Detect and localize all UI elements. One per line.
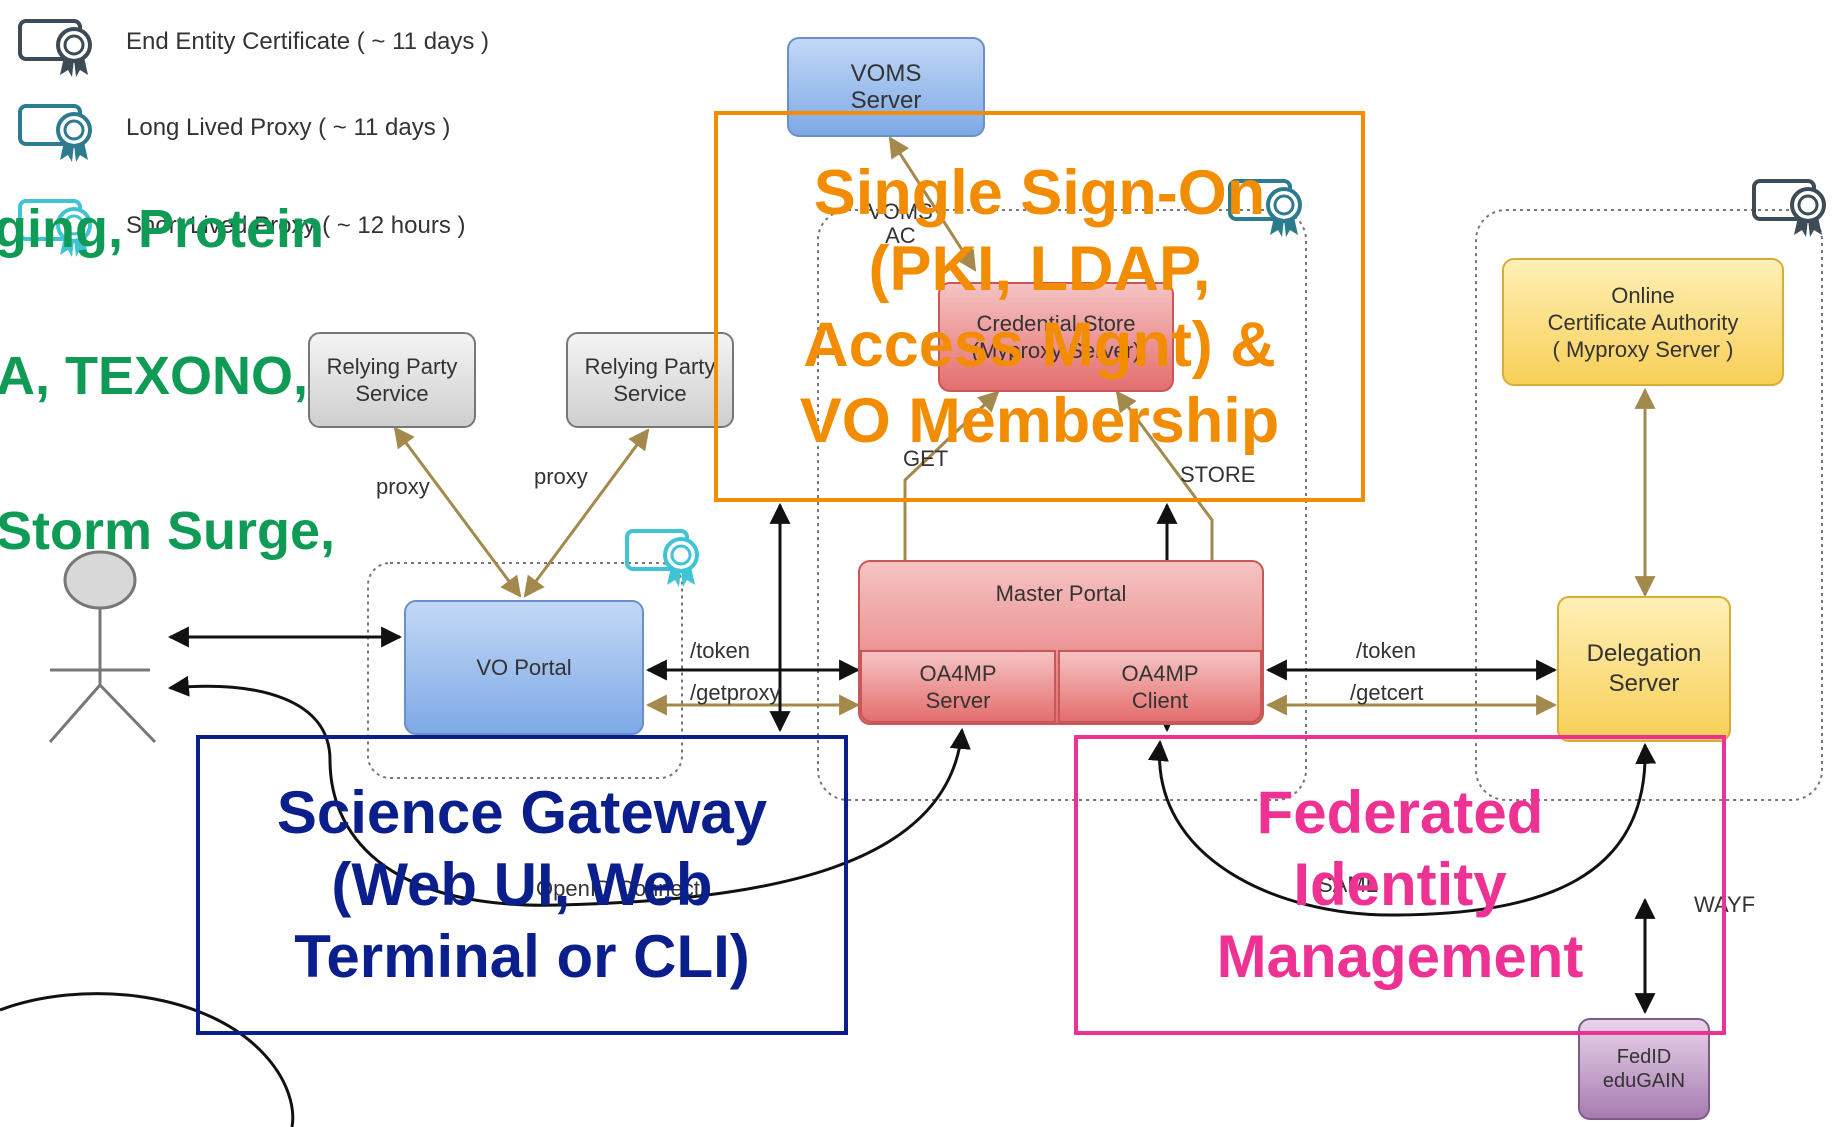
credential-store-node: Credential Store (Myproxy Server) (938, 282, 1174, 392)
edge-label-get: GET (903, 446, 949, 471)
edge-label-getcert: /getcert (1350, 680, 1424, 705)
oa4mp-client-node: OA4MP Client (1058, 650, 1262, 723)
online-ca-container (1475, 209, 1823, 801)
online-ca-node: Online Certificate Authority ( Myproxy S… (1502, 258, 1784, 386)
background-text-line3: Storm Surge, (0, 501, 336, 561)
legend-long-lived-label: Long Lived Proxy ( ~ 11 days ) (126, 114, 451, 141)
voms-ac-label: VOMS AC (868, 199, 933, 248)
relying-party-service-2: Relying Party Service (566, 332, 734, 428)
relying-party-service-1: Relying Party Service (308, 332, 476, 428)
edge-label-token-right: /token (1356, 638, 1416, 663)
oa4mp-server-node: OA4MP Server (860, 650, 1056, 723)
background-text-line1: ging, Protein (0, 199, 324, 259)
user-icon (48, 550, 157, 744)
legend-short-lived-label: Short Lived Proxy ( ~ 12 hours ) (126, 212, 466, 239)
legend-long-lived-proxy-icon (18, 104, 92, 164)
master-portal-container (817, 209, 1307, 801)
fedid-edugain-node: FedID eduGAIN (1578, 1018, 1710, 1120)
edge-label-getproxy: /getproxy (690, 680, 781, 705)
legend-end-entity-cert-icon (18, 19, 92, 79)
background-circle-fragment (0, 992, 295, 1127)
background-text-line2: A, TEXONO, (0, 346, 309, 406)
vo-portal-node: VO Portal (404, 600, 644, 735)
sso-callout-box: Single Sign-On (PKI, LDAP, Access Mgnt) … (714, 111, 1365, 502)
edge-label-proxy-right: proxy (534, 464, 588, 489)
legend-end-entity-label: End Entity Certificate ( ~ 11 days ) (126, 28, 490, 55)
science-gateway-callout-box: Science Gateway (Web UI, Web Terminal or… (196, 735, 848, 1035)
edge-label-proxy-left: proxy (376, 474, 430, 499)
vo-portal-cert-icon (625, 529, 699, 589)
edge-label-token-left: /token (690, 638, 750, 663)
edge-label-store: STORE (1180, 462, 1256, 487)
voms-server-node: VOMS Server (787, 37, 985, 137)
edge-label-openid-connect: OpenID Connect (536, 876, 700, 901)
federated-identity-callout-box: Federated Identity Management (1074, 735, 1726, 1035)
edge-label-saml: SAML (1318, 872, 1378, 897)
delegation-server-node: Delegation Server (1557, 596, 1731, 742)
